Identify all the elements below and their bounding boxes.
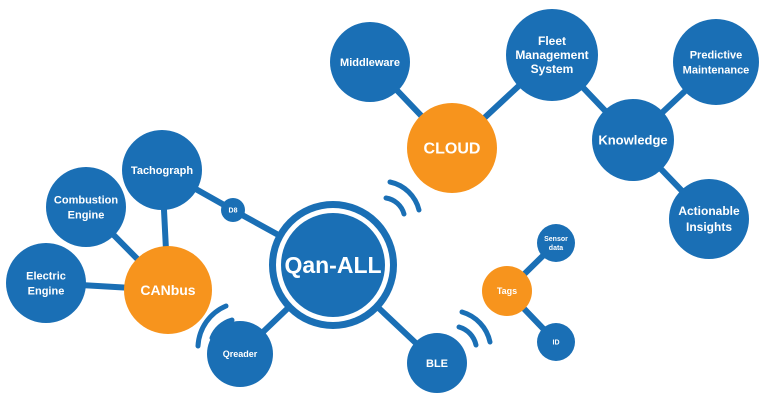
node-label-line: Engine: [28, 285, 65, 297]
node-knowledge: Knowledge: [592, 99, 674, 181]
node-label-line: Middleware: [340, 57, 400, 69]
node-combustion-circle: [46, 167, 126, 247]
node-middleware-circle: [330, 22, 410, 102]
node-label-line: Electric: [26, 270, 66, 282]
node-label-line: Combustion: [54, 194, 118, 206]
node-label-line: Qan-ALL: [284, 252, 381, 278]
node-sensor-circle: [537, 224, 575, 262]
node-qanall: Qan-ALL: [269, 201, 397, 329]
node-label-qreader: Qreader: [223, 349, 258, 359]
node-canbus: CANbus: [124, 246, 212, 334]
node-label-line: Maintenance: [683, 64, 750, 76]
node-ble: BLE: [407, 333, 467, 393]
node-label-line: Insights: [686, 220, 732, 234]
node-middleware: Middleware: [330, 22, 410, 102]
node-label-d8: D8: [229, 207, 238, 214]
node-knowledge-circle: [592, 99, 674, 181]
wireless-signal-icon: [383, 179, 422, 217]
node-qreader-circle: [207, 321, 273, 387]
node-cloud-circle: [407, 103, 497, 193]
node-tachograph: Tachograph: [122, 130, 202, 210]
node-label-line: data: [549, 245, 564, 252]
node-label-line: Tags: [497, 286, 517, 296]
node-label-id: ID: [553, 339, 560, 346]
node-electric-circle: [6, 243, 86, 323]
node-ble-circle: [407, 333, 467, 393]
node-label-knowledge: Knowledge: [598, 133, 667, 148]
node-label-line: Tachograph: [131, 165, 193, 177]
node-tags-circle: [482, 266, 532, 316]
wireless-signal-icon: [456, 309, 493, 348]
node-qanall-core: [281, 213, 385, 317]
node-tags: Tags: [482, 266, 532, 316]
node-label-sensor: Sensor data: [544, 236, 568, 252]
node-qreader: Qreader: [207, 321, 273, 387]
node-label-tachograph: Tachograph: [131, 165, 193, 177]
node-label-canbus: CANbus: [140, 282, 195, 298]
node-label-middleware: Middleware: [340, 57, 400, 69]
node-id-circle: [537, 323, 575, 361]
node-label-line: CANbus: [140, 282, 195, 298]
node-cloud: CLOUD: [407, 103, 497, 193]
node-label-cloud: CLOUD: [424, 141, 481, 158]
node-label-line: BLE: [426, 358, 448, 370]
node-label-line: Engine: [68, 209, 105, 221]
node-label-line: Predictive: [690, 49, 743, 61]
node-label-line: Management: [515, 48, 588, 62]
node-label-line: CLOUD: [424, 141, 481, 158]
node-predictive-circle: [673, 19, 759, 105]
node-label-line: Sensor: [544, 236, 568, 243]
node-sensor: Sensor data: [537, 224, 575, 262]
node-label-line: System: [531, 62, 574, 76]
node-d8: D8: [221, 198, 245, 222]
node-label-line: Knowledge: [598, 133, 667, 148]
node-label-qanall: Qan-ALL: [284, 252, 381, 278]
node-label-line: Qreader: [223, 349, 258, 359]
node-label-tags: Tags: [497, 286, 517, 296]
node-fleet-circle: [506, 9, 598, 101]
node-canbus-circle: [124, 246, 212, 334]
node-label-line: Actionable: [678, 204, 740, 218]
node-label-line: D8: [229, 207, 238, 214]
node-d8-circle: [221, 198, 245, 222]
node-label-line: Fleet: [538, 34, 566, 48]
node-label-line: ID: [553, 339, 560, 346]
node-tachograph-circle: [122, 130, 202, 210]
node-id: ID: [537, 323, 575, 361]
node-actionable-circle: [669, 179, 749, 259]
node-label-ble: BLE: [426, 358, 448, 370]
